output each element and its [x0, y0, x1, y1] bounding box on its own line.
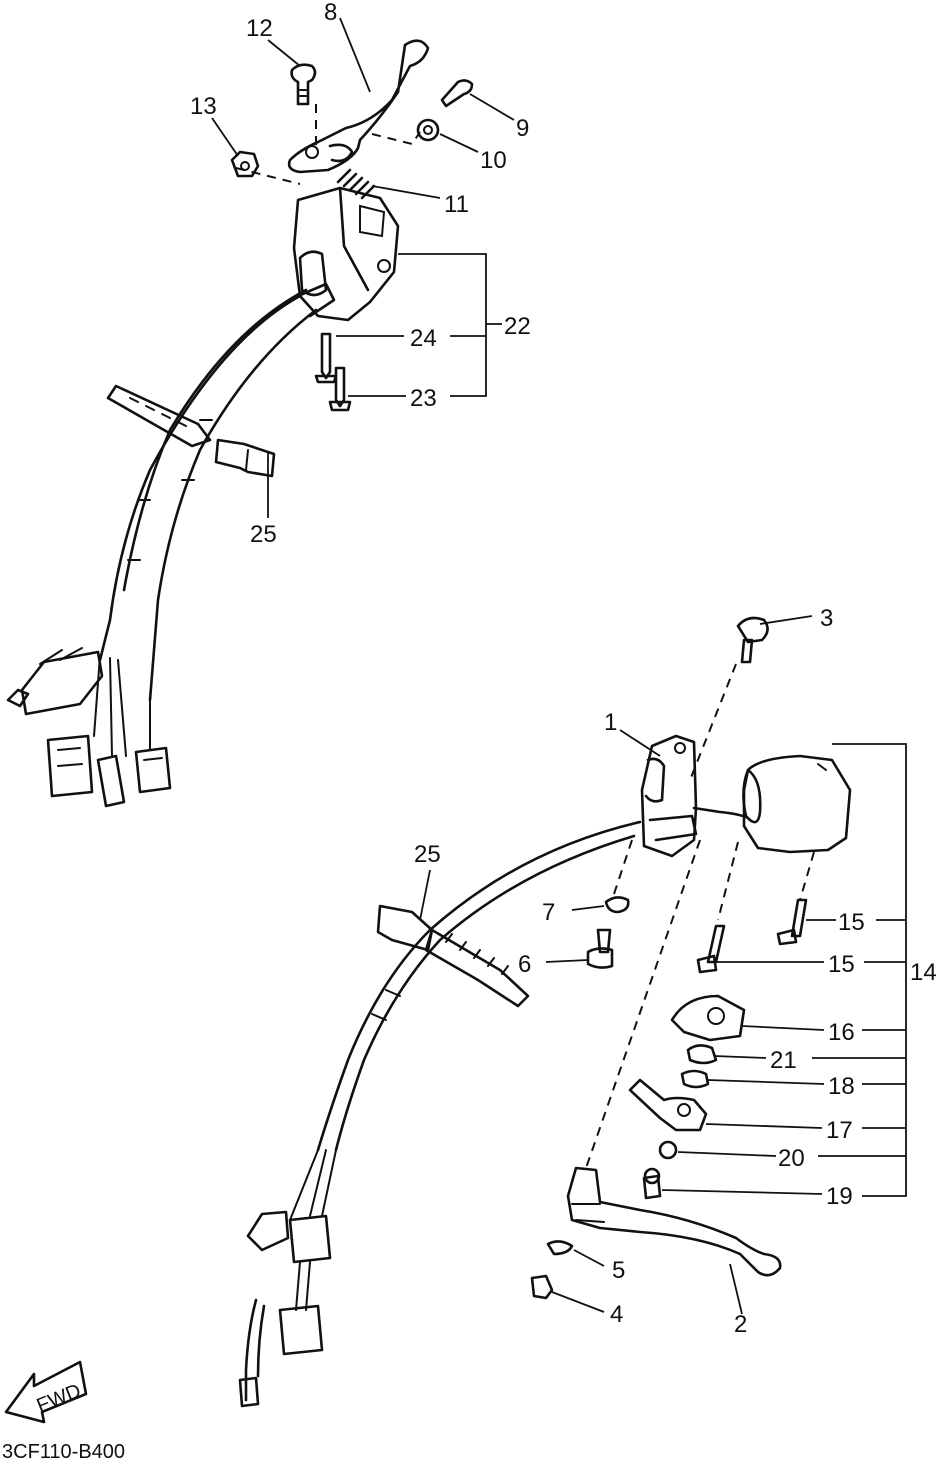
label-5: 5 — [612, 1257, 625, 1284]
label-3: 3 — [820, 605, 833, 632]
label-11: 11 — [444, 191, 469, 218]
diagram-code: 3CF110-B400 — [2, 1441, 125, 1463]
fwd-arrow-icon: FWD — [4, 1360, 88, 1424]
bolt-19 — [642, 1167, 662, 1200]
spring-11 — [336, 168, 376, 200]
collar-10 — [416, 118, 440, 142]
connectors-upper — [6, 647, 172, 808]
label-15-b: 15 — [828, 951, 855, 978]
connectors-lower — [238, 1149, 337, 1408]
label-17: 17 — [826, 1117, 853, 1144]
screw-15-a — [776, 898, 808, 946]
bolt-6 — [586, 928, 614, 969]
label-24: 24 — [410, 325, 437, 352]
label-8: 8 — [324, 0, 337, 26]
label-25-upper: 25 — [250, 521, 277, 548]
label-25-lower: 25 — [414, 841, 441, 868]
label-1: 1 — [604, 709, 617, 736]
pivot-bolt-12 — [290, 63, 317, 106]
label-2: 2 — [734, 1311, 747, 1338]
label-12: 12 — [246, 15, 273, 42]
cap-5 — [546, 1240, 574, 1256]
band-25-lower — [376, 904, 530, 1008]
alignment-lines — [235, 104, 815, 1169]
leader-lines — [211, 17, 907, 1315]
label-18: 18 — [828, 1073, 855, 1100]
label-15-a: 15 — [838, 909, 865, 936]
throttle-part-17 — [628, 1078, 708, 1132]
label-16: 16 — [828, 1019, 855, 1046]
part-labels: 12 8 13 9 10 11 22 24 23 25 3 1 25 7 6 1… — [190, 0, 937, 1338]
washer-7 — [604, 896, 630, 914]
label-13: 13 — [190, 93, 217, 120]
nut-13 — [230, 150, 260, 178]
label-23: 23 — [410, 385, 437, 412]
label-10: 10 — [480, 147, 507, 174]
label-9: 9 — [516, 115, 529, 142]
handlebar-switch-left-22 — [292, 186, 400, 322]
label-22: 22 — [504, 313, 531, 340]
collar-18 — [680, 1069, 710, 1089]
screw-15-b — [696, 924, 726, 974]
clutch-lever-8 — [287, 39, 430, 174]
lever-holder-1 — [640, 734, 750, 858]
label-19: 19 — [826, 1183, 853, 1210]
fwd-label: FWD — [34, 1380, 84, 1417]
label-14: 14 — [910, 959, 937, 986]
cap-4 — [530, 1274, 554, 1300]
harness-lower — [316, 820, 642, 1152]
screw-3 — [736, 616, 769, 664]
collar-21 — [686, 1044, 718, 1065]
handlebar-switch-right-14 — [742, 754, 852, 854]
brake-lever-2 — [566, 1166, 782, 1277]
band-25-upper — [106, 384, 276, 478]
harness-upper — [98, 288, 318, 702]
label-4: 4 — [610, 1301, 623, 1328]
screw-24 — [314, 332, 338, 384]
screw-9 — [440, 79, 474, 108]
label-21: 21 — [770, 1047, 797, 1074]
throttle-guide-16 — [670, 994, 746, 1042]
label-7: 7 — [542, 899, 555, 926]
screw-23 — [328, 366, 352, 412]
label-6: 6 — [518, 951, 531, 978]
label-20: 20 — [778, 1145, 805, 1172]
nut-20 — [658, 1140, 678, 1160]
